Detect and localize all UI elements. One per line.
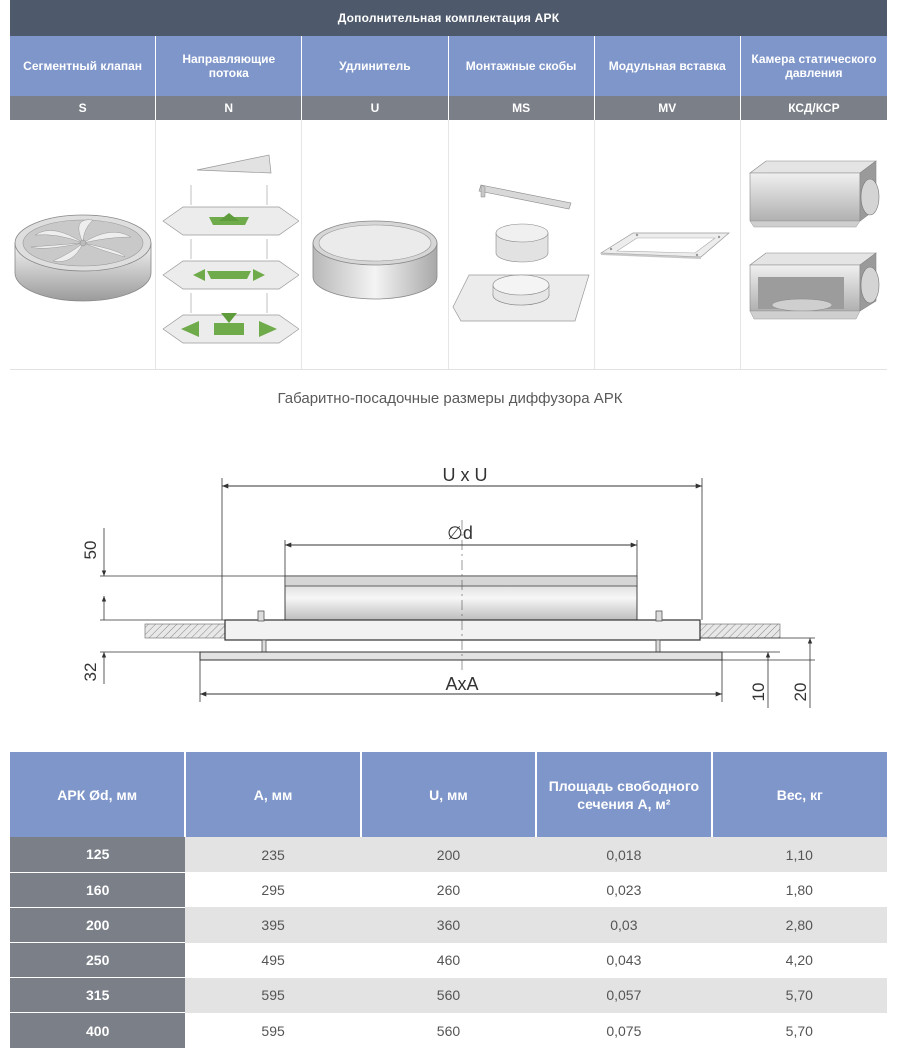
accessories-panel: Дополнительная комплектация АРК Сегментн… — [10, 0, 887, 370]
table-cell: 0,03 — [536, 907, 712, 943]
table-row: 315 595 560 0,057 5,70 — [10, 977, 887, 1014]
table-cell: 400 — [10, 1012, 186, 1049]
table-cell: 260 — [360, 872, 537, 908]
table-cell: 0,075 — [536, 1012, 712, 1049]
table-cell: 0,043 — [536, 942, 712, 978]
column-header: U, мм — [360, 752, 538, 837]
dim-d-label: ∅d — [447, 523, 473, 543]
accessory-code: КСД/КСР — [788, 101, 840, 115]
table-cell: 595 — [185, 1012, 361, 1049]
spec-table: АРК Ød, мм А, мм U, мм Площадь свободног… — [10, 752, 887, 1049]
drawing-title: Габаритно-посадочные размеры диффузора А… — [277, 390, 623, 407]
table-cell: 595 — [185, 977, 361, 1013]
table-cell: 235 — [185, 837, 361, 873]
dimension-drawing: U x U ∅d 50 32 AxA 10 20 — [81, 465, 815, 708]
table-cell: 395 — [185, 907, 361, 943]
accessory-name: Удлинитель — [302, 36, 449, 96]
dim-20-label: 20 — [791, 683, 810, 702]
dim-32-label: 32 — [81, 663, 100, 682]
table-cell: 315 — [10, 977, 186, 1014]
dim-axa-label: AxA — [445, 674, 478, 694]
table-cell: 495 — [185, 942, 361, 978]
table-cell: 250 — [10, 942, 186, 979]
dim-50-label: 50 — [81, 541, 100, 560]
accessory-code: N — [156, 96, 303, 120]
table-cell: 160 — [10, 872, 186, 908]
accessory-name: Модульная вставка — [595, 36, 741, 96]
table-cell: 560 — [360, 1012, 537, 1049]
table-cell: 0,018 — [536, 837, 712, 873]
dim-uxu-label: U x U — [443, 465, 488, 485]
accessory-code: MV — [595, 96, 741, 120]
accessory-image-cell — [741, 120, 887, 369]
accessory-image-cell — [595, 120, 741, 369]
accessory-code: MS — [449, 96, 595, 120]
table-row: 160 295 260 0,023 1,80 — [10, 872, 887, 908]
table-cell: 5,70 — [711, 977, 887, 1013]
plenum-box-icon — [749, 159, 880, 319]
column-header: АРК Ød, мм — [10, 752, 187, 837]
accessory-code: U — [302, 96, 449, 120]
accessory-name: Камера статического давления — [751, 52, 877, 80]
table-cell: 200 — [360, 837, 537, 873]
accessories-names-row: Сегментный клапан Направляющие потока Уд… — [10, 36, 887, 96]
table-header-row: АРК Ød, мм А, мм U, мм Площадь свободног… — [10, 752, 887, 837]
table-cell: 0,057 — [536, 977, 712, 1013]
table-cell: 200 — [10, 907, 186, 944]
table-cell: 1,80 — [711, 872, 887, 908]
segment-valve-icon — [14, 214, 151, 301]
diffuser-plate — [224, 619, 701, 641]
table-cell: 5,70 — [711, 1012, 887, 1049]
extender-icon — [312, 220, 438, 299]
table-cell: 560 — [360, 977, 537, 1013]
table-row: 200 395 360 0,03 2,80 — [10, 907, 887, 944]
diffuser-front-panel — [199, 651, 723, 661]
accessories-codes-row: S N U MS MV КСД/КСР — [10, 96, 887, 120]
accessory-image-cell — [302, 120, 449, 369]
table-cell: 460 — [360, 942, 537, 978]
accessory-name: Монтажные скобы — [449, 36, 595, 96]
flow-guides-icon — [162, 154, 299, 343]
table-cell: 1,10 — [711, 837, 887, 873]
table-row: 400 595 560 0,075 5,70 — [10, 1012, 887, 1049]
table-cell: 0,023 — [536, 872, 712, 908]
table-cell: 125 — [10, 837, 186, 873]
table-cell: 295 — [185, 872, 361, 908]
accessories-title: Дополнительная комплектация АРК — [10, 0, 887, 36]
table-cell: 4,20 — [711, 942, 887, 978]
accessory-image-cell — [449, 120, 595, 369]
column-header: Площадь свободного сечения А, м² — [536, 752, 713, 837]
accessories-images-row — [10, 120, 887, 370]
accessory-image-cell — [156, 120, 303, 369]
table-row: 125 235 200 0,018 1,10 — [10, 837, 887, 873]
ceiling-right — [699, 623, 781, 639]
column-header: Вес, кг — [711, 752, 887, 837]
accessory-code: S — [10, 96, 157, 120]
accessory-name: Сегментный клапан — [10, 36, 157, 96]
table-cell: 2,80 — [711, 907, 887, 943]
dim-10-label: 10 — [749, 683, 768, 702]
accessory-name: Направляющие потока — [156, 36, 303, 96]
mounting-brackets-icon — [452, 184, 590, 321]
table-cell: 360 — [360, 907, 537, 943]
table-row: 250 495 460 0,043 4,20 — [10, 942, 887, 979]
column-header: А, мм — [185, 752, 362, 837]
ceiling-left — [144, 623, 226, 639]
accessory-image-cell — [10, 120, 157, 369]
modular-insert-icon — [600, 232, 731, 259]
